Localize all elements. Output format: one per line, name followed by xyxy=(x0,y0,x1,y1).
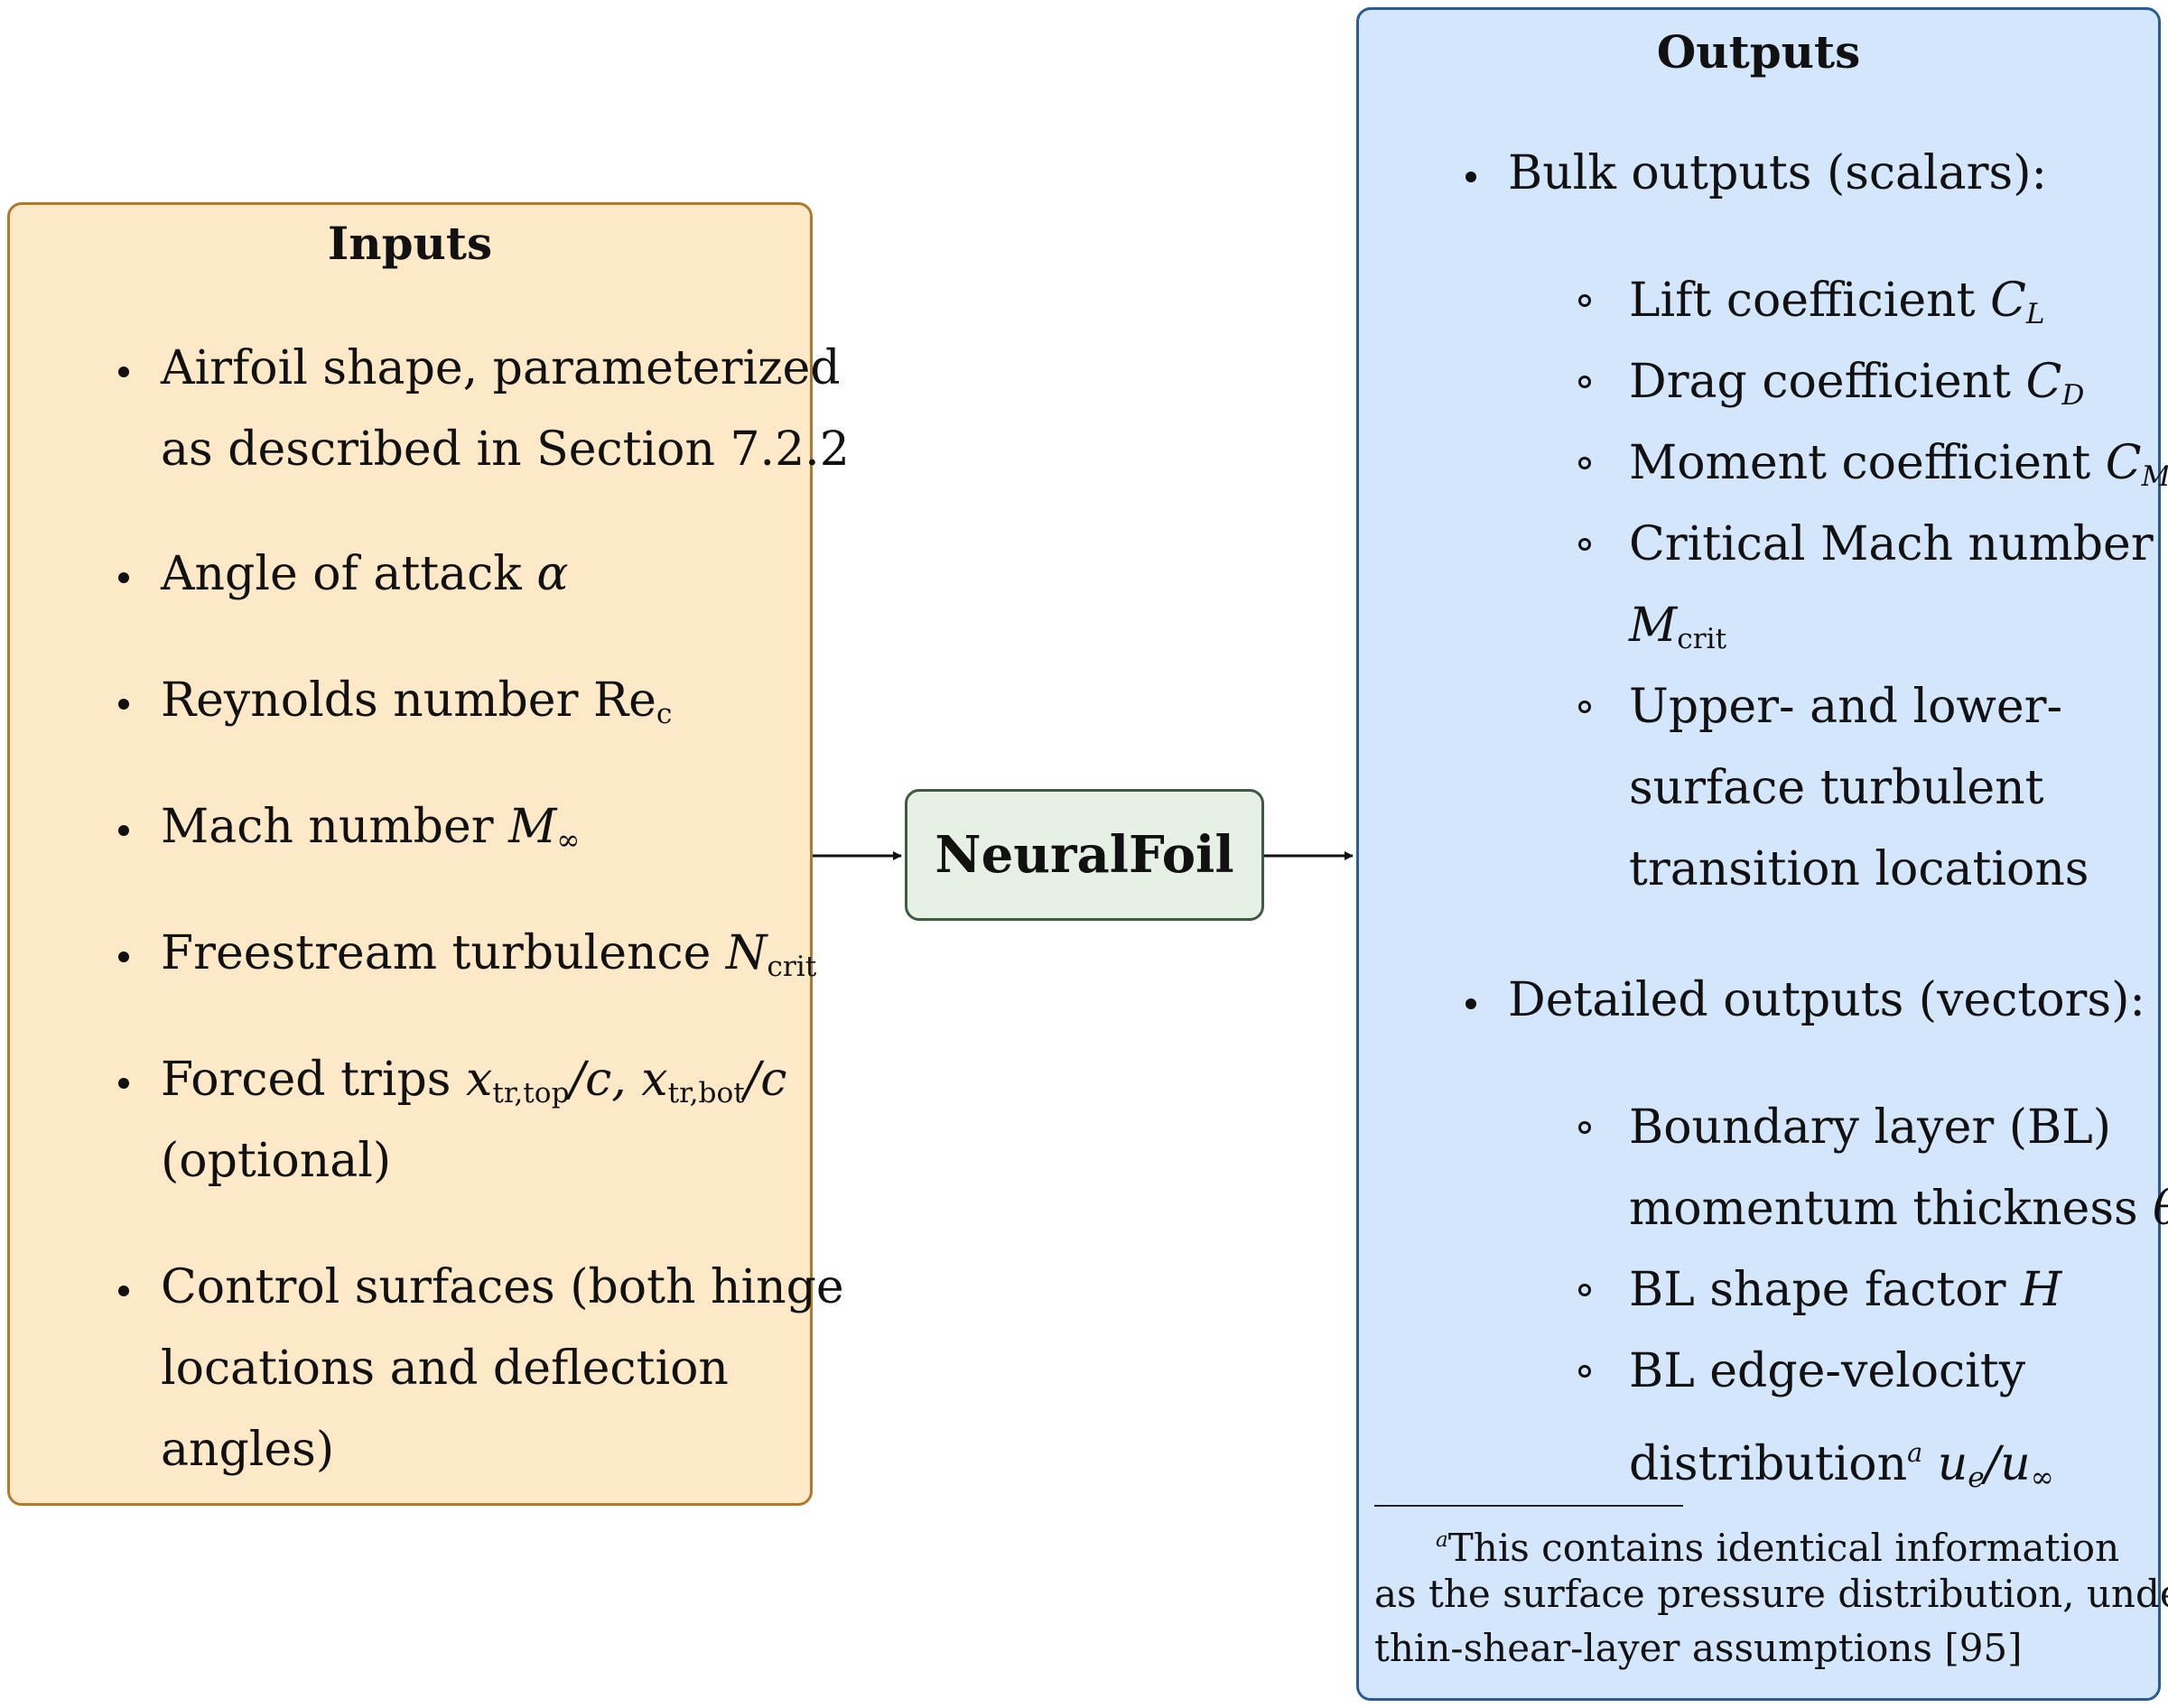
output-line: BL edge-velocity xyxy=(1629,1344,2026,1398)
circle-bullet-icon xyxy=(1578,538,1591,551)
ncrit-symbol: N xyxy=(725,926,768,980)
cm-subscript: M xyxy=(2141,459,2168,493)
input-line: angles) xyxy=(161,1423,335,1477)
circle-bullet-icon xyxy=(1578,376,1591,388)
footnote-line: as the surface pressure distribution, un… xyxy=(1374,1572,2168,1616)
output-line: Upper- and lower- xyxy=(1629,680,2063,734)
input-label: Mach number xyxy=(161,800,494,854)
bullet-icon xyxy=(1465,998,1476,1009)
circle-bullet-icon xyxy=(1578,294,1591,307)
output-label: distribution xyxy=(1629,1437,1908,1492)
input-label: Angle of attack xyxy=(161,547,522,601)
output-label: BL shape factor xyxy=(1629,1263,2006,1317)
circle-bullet-icon xyxy=(1578,1284,1591,1296)
theta-symbol: θ xyxy=(2153,1182,2168,1236)
xtr-bot-subscript: tr,bot xyxy=(667,1076,745,1109)
input-line: locations and deflection xyxy=(161,1341,729,1396)
bullet-icon xyxy=(118,699,129,710)
cd-subscript: D xyxy=(2061,378,2085,412)
bullet-icon xyxy=(1465,172,1476,182)
circle-bullet-icon xyxy=(1578,701,1591,713)
footnote-line: aThis contains identical information xyxy=(1436,1513,2119,1575)
over-chord-top: /c, xyxy=(569,1053,627,1107)
bullet-icon xyxy=(118,951,129,962)
neuralfoil-box: NeuralFoil xyxy=(905,789,1264,921)
output-line: Mcrit xyxy=(1629,585,1726,680)
output-line: Critical Mach number xyxy=(1629,517,2154,571)
mach-symbol: M xyxy=(508,800,557,854)
footnote-mark: a xyxy=(1436,1528,1448,1552)
detailed-heading-text: Detailed outputs (vectors): xyxy=(1508,973,2145,1027)
bullet-icon xyxy=(118,367,129,377)
bullet-icon xyxy=(118,825,129,836)
alpha-symbol: α xyxy=(536,547,569,601)
neuralfoil-label: NeuralFoil xyxy=(935,825,1234,885)
inputs-title: Inputs xyxy=(327,217,493,270)
xtr-top-symbol: x xyxy=(466,1053,493,1107)
reynolds-subscript: c xyxy=(656,697,673,730)
input-label: Forced trips xyxy=(161,1053,451,1107)
cm-symbol: C xyxy=(2105,436,2142,490)
footnote-line: thin-shear-layer assumptions [95] xyxy=(1374,1626,2023,1670)
cl-symbol: C xyxy=(1990,274,2026,328)
output-label: Lift coefficient xyxy=(1629,274,1976,328)
mcrit-subscript: crit xyxy=(1677,622,1727,655)
bullet-icon xyxy=(118,572,129,583)
input-label: Freestream turbulence xyxy=(161,926,712,980)
input-line: Mach number M∞ xyxy=(161,786,580,881)
footnote-rule xyxy=(1374,1505,1683,1507)
outputs-box: Outputs xyxy=(1356,7,2161,1701)
circle-bullet-icon xyxy=(1578,1365,1591,1378)
input-line: Control surfaces (both hinge xyxy=(161,1260,844,1314)
footnote-text: This contains identical information xyxy=(1447,1526,2120,1571)
output-line: Moment coefficient CM xyxy=(1629,422,2168,517)
input-line: Forced trips xtr,top/c, xtr,bot/c xyxy=(161,1039,786,1134)
outputs-title: Outputs xyxy=(1656,25,1861,79)
output-line: surface turbulent xyxy=(1629,761,2044,815)
input-line: Reynolds number Rec xyxy=(161,660,672,755)
uinf-symbol: u xyxy=(2000,1437,2031,1492)
xtr-bot-symbol: x xyxy=(641,1053,668,1107)
uinf-subscript: ∞ xyxy=(2030,1461,2054,1494)
output-line: Lift coefficient CL xyxy=(1629,260,2045,355)
output-line: Drag coefficient CD xyxy=(1629,341,2084,436)
xtr-top-subscript: tr,top xyxy=(492,1076,570,1109)
output-label: Drag coefficient xyxy=(1629,355,2012,409)
output-line: transition locations xyxy=(1629,842,2089,896)
bullet-icon xyxy=(118,1078,129,1089)
h-symbol: H xyxy=(2021,1263,2062,1317)
output-line: Boundary layer (BL) xyxy=(1629,1100,2112,1155)
input-line: Freestream turbulence Ncrit xyxy=(161,913,816,1007)
output-line: momentum thickness θ xyxy=(1629,1168,2168,1249)
circle-bullet-icon xyxy=(1578,457,1591,469)
mach-subscript: ∞ xyxy=(556,823,581,857)
input-line: (optional) xyxy=(161,1134,392,1188)
input-line: Airfoil shape, parameterized xyxy=(161,341,841,395)
ncrit-subscript: crit xyxy=(767,950,817,983)
ratio-slash: / xyxy=(1984,1437,2001,1492)
bulk-heading-text: Bulk outputs (scalars): xyxy=(1508,146,2048,200)
cd-symbol: C xyxy=(2025,355,2062,409)
input-line: Angle of attack α xyxy=(161,534,568,615)
ue-subscript: e xyxy=(1968,1461,1985,1494)
circle-bullet-icon xyxy=(1578,1121,1591,1134)
reynolds-symbol: Re xyxy=(592,673,656,728)
bullet-icon xyxy=(118,1286,129,1296)
output-label: Moment coefficient xyxy=(1629,436,2091,490)
input-label: Reynolds number xyxy=(161,673,579,728)
input-line: as described in Section 7.2.2 xyxy=(161,422,850,477)
cl-subscript: L xyxy=(2025,297,2045,330)
ue-symbol: u xyxy=(1937,1437,1968,1492)
output-line: BL shape factor H xyxy=(1629,1249,2061,1331)
output-label: momentum thickness xyxy=(1629,1182,2138,1236)
over-chord-bot: /c xyxy=(744,1053,787,1107)
mcrit-symbol: M xyxy=(1629,599,1678,653)
inputs-box: Inputs xyxy=(7,202,813,1506)
footnote-marker: a xyxy=(1907,1437,1923,1468)
output-line: distributiona ue/u∞ xyxy=(1629,1412,2054,1518)
